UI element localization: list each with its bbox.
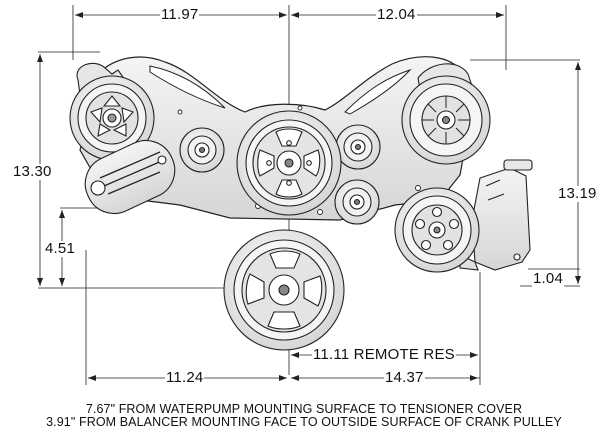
- tensioner-cover: [84, 139, 176, 215]
- dimension-arrowheads: [37, 12, 581, 381]
- alternator-pulley: [69, 62, 155, 161]
- crank-pulley: [223, 229, 345, 351]
- bracket-right-slot: [344, 68, 412, 115]
- note-line-2: 3.91" FROM BALANCER MOUNTING FACE TO OUT…: [46, 415, 562, 429]
- dim-bottom-right: 14.37: [384, 369, 425, 386]
- power-steering-pulley: [394, 187, 480, 273]
- dim-top-right: 12.04: [376, 6, 417, 23]
- dim-remote-res: 11.11 REMOTE RES: [312, 346, 456, 363]
- power-steering-reservoir: [459, 159, 533, 271]
- water-pump-pulley: [236, 110, 342, 216]
- idler-pulley-right-upper: [335, 124, 381, 170]
- bracket-left-slot: [149, 65, 226, 109]
- idler-pulley-right-lower: [334, 179, 380, 225]
- note-line-1: 7.67" FROM WATERPUMP MOUNTING SURFACE TO…: [85, 402, 523, 416]
- dim-top-left: 11.97: [160, 6, 200, 23]
- dim-right-height: 13.19: [557, 185, 598, 202]
- dim-left-lower: 4.51: [44, 240, 76, 257]
- dim-bottom-left: 11.24: [165, 369, 205, 386]
- idler-pulley-left: [179, 127, 225, 173]
- dim-right-lower: 1.04: [532, 270, 564, 287]
- dim-left-height: 13.30: [12, 163, 53, 180]
- ac-compressor-pulley: [401, 63, 491, 165]
